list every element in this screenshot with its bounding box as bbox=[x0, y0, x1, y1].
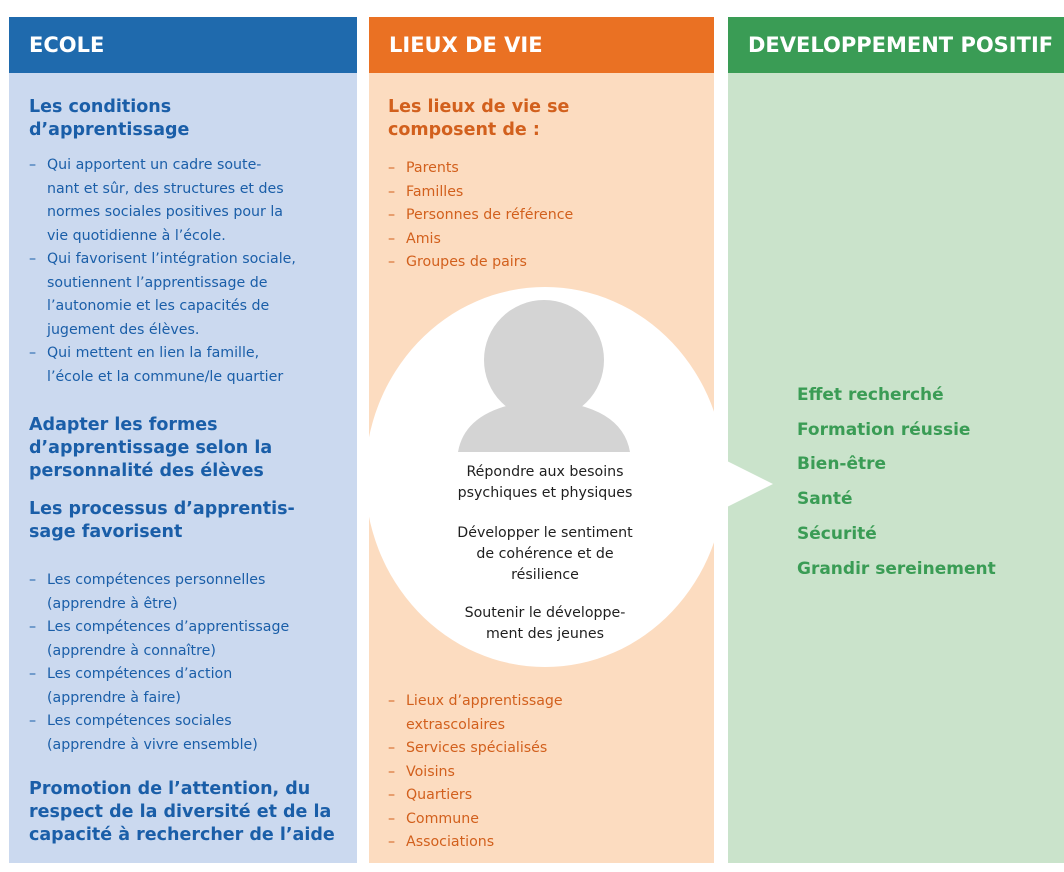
title-line: capacité à rechercher de l’aide bbox=[29, 825, 335, 845]
line: Les compétences d’action bbox=[47, 666, 233, 682]
line: Soutenir le développe- bbox=[464, 605, 626, 621]
lieux-top-list: Parents Familles Personnes de référence … bbox=[388, 157, 573, 275]
conditions-title: Les conditions d’apprentissage bbox=[29, 96, 189, 142]
line: extrascolaires bbox=[406, 716, 506, 733]
line: Les compétences sociales bbox=[47, 713, 232, 729]
list-item: Qui favorisent l’intégration sociale, so… bbox=[29, 248, 296, 342]
list-item: Les compétences personnelles (apprendre … bbox=[29, 569, 289, 616]
list-item: Personnes de référence bbox=[388, 204, 573, 228]
line: Répondre aux besoins bbox=[466, 464, 624, 480]
list-item: Associations bbox=[388, 831, 563, 855]
title-line: Les lieux de vie se bbox=[388, 97, 570, 117]
outcome-item: Effet recherché bbox=[797, 385, 944, 405]
list-item: Les compétences d’action (apprendre à fa… bbox=[29, 663, 289, 710]
list-item: Les compétences sociales (apprendre à vi… bbox=[29, 710, 289, 757]
process-list: Les compétences personnelles (apprendre … bbox=[29, 569, 289, 757]
list-item: Qui apportent un cadre soute- nant et sû… bbox=[29, 154, 296, 248]
title-line: Promotion de l’attention, du bbox=[29, 779, 311, 799]
line: psychiques et physiques bbox=[457, 485, 633, 501]
person-silhouette-icon bbox=[458, 300, 630, 452]
list-item: Quartiers bbox=[388, 784, 563, 808]
line: Les compétences d’apprentissage bbox=[47, 619, 290, 635]
outcome-item: Formation réussie bbox=[797, 419, 971, 440]
line: (apprendre à être) bbox=[47, 595, 178, 612]
list-item: Amis bbox=[388, 228, 573, 252]
line: vie quotidienne à l’école. bbox=[47, 227, 226, 244]
line: (apprendre à connaître) bbox=[47, 642, 216, 659]
outcome-item: Grandir sereinement bbox=[797, 558, 996, 579]
line: Qui mettent en lien la famille, bbox=[47, 345, 260, 361]
line: Lieux d’apprentissage bbox=[406, 693, 563, 709]
list-item: Familles bbox=[388, 181, 573, 205]
adapt-title: Adapter les formes d’apprentissage selon… bbox=[29, 414, 272, 483]
list-item: Parents bbox=[388, 157, 573, 181]
outcome-item: Santé bbox=[797, 489, 853, 510]
title-line: personnalité des élèves bbox=[29, 461, 264, 481]
outcomes-list: Effet recherché Formation réussie Bien-ê… bbox=[797, 378, 996, 586]
line: normes sociales positives pour la bbox=[47, 204, 283, 220]
line: Qui favorisent l’intégration sociale, bbox=[47, 251, 296, 267]
line: (apprendre à vivre ensemble) bbox=[47, 736, 258, 753]
title-line: composent de : bbox=[388, 120, 540, 140]
list-item: Qui mettent en lien la famille, l’école … bbox=[29, 342, 296, 389]
lieux-bottom-list: Lieux d’apprentissage extrascolaires Ser… bbox=[388, 690, 563, 855]
line: nant et sûr, des structures et des bbox=[47, 180, 284, 197]
title-line: Adapter les formes bbox=[29, 415, 218, 435]
list-item: Commune bbox=[388, 808, 563, 832]
title-line: Les processus d’apprentis- bbox=[29, 499, 295, 519]
ecole-header: ECOLE bbox=[9, 17, 357, 73]
line: l’école et la commune/le quartier bbox=[47, 368, 284, 385]
outcome-item: Sécurité bbox=[797, 523, 877, 544]
title-line: d’apprentissage selon la bbox=[29, 438, 273, 458]
developpement-header: DEVELOPPEMENT POSITIF bbox=[728, 17, 1064, 73]
lieux-title: Les lieux de vie se composent de : bbox=[388, 96, 569, 142]
outcome-item: Bien-être bbox=[797, 454, 887, 475]
promotion-title: Promotion de l’attention, du respect de … bbox=[29, 778, 335, 847]
line: soutiennent l’apprentissage de bbox=[47, 274, 268, 291]
title-line: d’apprentissage bbox=[29, 120, 190, 140]
line: (apprendre à faire) bbox=[47, 689, 181, 706]
list-item: Groupes de pairs bbox=[388, 251, 573, 275]
line: jugement des élèves. bbox=[47, 321, 200, 338]
center-text-coherence: Développer le sentiment de cohérence et … bbox=[415, 523, 675, 586]
line: de cohérence et de bbox=[476, 546, 614, 562]
line: Qui apportent un cadre soute- bbox=[47, 157, 262, 173]
lieux-header: LIEUX DE VIE bbox=[369, 17, 714, 73]
line: résilience bbox=[511, 567, 579, 583]
title-line: respect de la diversité et de la bbox=[29, 802, 332, 822]
line: Les compétences personnelles bbox=[47, 572, 266, 588]
line: ment des jeunes bbox=[485, 626, 605, 642]
center-text-besoins: Répondre aux besoins psychiques et physi… bbox=[415, 462, 675, 504]
title-line: Les conditions bbox=[29, 97, 172, 117]
list-item: Voisins bbox=[388, 761, 563, 785]
list-item: Services spécialisés bbox=[388, 737, 563, 761]
developpement-panel bbox=[728, 73, 1064, 863]
title-line: sage favorisent bbox=[29, 522, 183, 542]
list-item: Les compétences d’apprentissage (apprend… bbox=[29, 616, 289, 663]
line: Développer le sentiment bbox=[457, 525, 633, 541]
column-developpement: DEVELOPPEMENT POSITIF bbox=[728, 17, 1064, 863]
list-item: Lieux d’apprentissage extrascolaires bbox=[388, 690, 563, 737]
line: l’autonomie et les capacités de bbox=[47, 298, 270, 314]
conditions-list: Qui apportent un cadre soute- nant et sû… bbox=[29, 154, 296, 389]
process-title: Les processus d’apprentis- sage favorise… bbox=[29, 498, 295, 544]
center-text-developpement: Soutenir le développe- ment des jeunes bbox=[415, 603, 675, 645]
